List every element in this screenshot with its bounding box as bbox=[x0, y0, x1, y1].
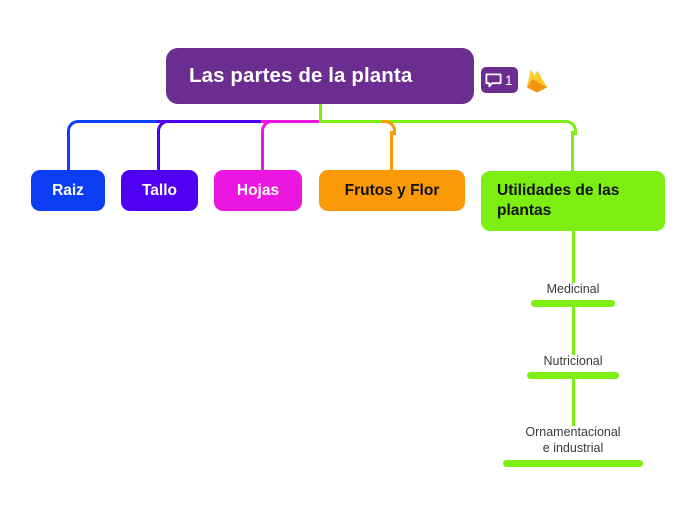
connector-drop-hojas bbox=[261, 131, 264, 173]
leaf-node-ornamentacional-e-industrial[interactable]: Ornamentacional e industrial bbox=[495, 424, 651, 467]
leaf-node-nutricional-label: Nutricional bbox=[543, 354, 603, 368]
comment-count-badge[interactable]: 1 bbox=[481, 67, 518, 93]
root-node-label: Las partes de la planta bbox=[189, 64, 413, 87]
connector-elbow-tallo bbox=[157, 120, 171, 135]
connector-elbow-hojas bbox=[261, 120, 275, 135]
firebase-flame-icon bbox=[527, 69, 547, 93]
branch-node-utilidades-label: Utilidades de las plantas bbox=[497, 182, 620, 219]
branch-node-tallo-label: Tallo bbox=[141, 181, 178, 199]
connector-bus-green bbox=[319, 120, 566, 123]
leaf-node-medicinal[interactable]: Medicinal bbox=[508, 281, 638, 308]
leaf-node-ornamentacional-e-industrial-bar bbox=[503, 459, 643, 467]
leaf-node-medicinal-label: Medicinal bbox=[546, 282, 600, 296]
leaf-node-medicinal-bar bbox=[531, 300, 615, 308]
connector-drop-utilidades bbox=[571, 131, 574, 174]
connector-bus-raiz bbox=[77, 120, 157, 123]
branch-node-frutos-y-flor[interactable]: Frutos y Flor bbox=[319, 170, 465, 211]
leaf-node-nutricional[interactable]: Nutricional bbox=[508, 353, 638, 380]
connector-bus-tallo bbox=[157, 120, 261, 123]
connector-elbow-frutos bbox=[382, 120, 396, 135]
connector-drop-raiz bbox=[67, 131, 70, 173]
connector-drop-tallo bbox=[157, 131, 160, 173]
leaf-node-nutricional-bar bbox=[527, 372, 619, 380]
connector-spine-medicinal bbox=[572, 231, 575, 283]
root-node[interactable]: Las partes de la planta bbox=[166, 48, 474, 104]
branch-node-frutos-y-flor-label: Frutos y Flor bbox=[344, 181, 440, 199]
branch-node-hojas[interactable]: Hojas bbox=[214, 170, 302, 211]
leaf-node-ornamentacional-e-industrial-label: Ornamentacional e industrial bbox=[525, 425, 621, 456]
speech-bubble-icon bbox=[485, 73, 502, 87]
connector-spine-nutricional bbox=[572, 303, 575, 355]
comment-count-label: 1 bbox=[505, 72, 513, 88]
connector-root-stub bbox=[319, 104, 322, 122]
branch-node-raiz-label: Raiz bbox=[52, 181, 84, 199]
branch-node-tallo[interactable]: Tallo bbox=[121, 170, 198, 211]
connector-elbow-raiz bbox=[67, 120, 81, 135]
branch-node-raiz[interactable]: Raiz bbox=[31, 170, 105, 211]
connector-bus-hojas bbox=[261, 120, 321, 123]
connector-drop-frutos bbox=[390, 131, 393, 173]
branch-node-utilidades[interactable]: Utilidades de las plantas bbox=[481, 171, 665, 231]
connector-spine-ornamental bbox=[572, 375, 575, 426]
connector-elbow-utilidades bbox=[563, 120, 577, 135]
branch-node-hojas-label: Hojas bbox=[236, 181, 280, 199]
